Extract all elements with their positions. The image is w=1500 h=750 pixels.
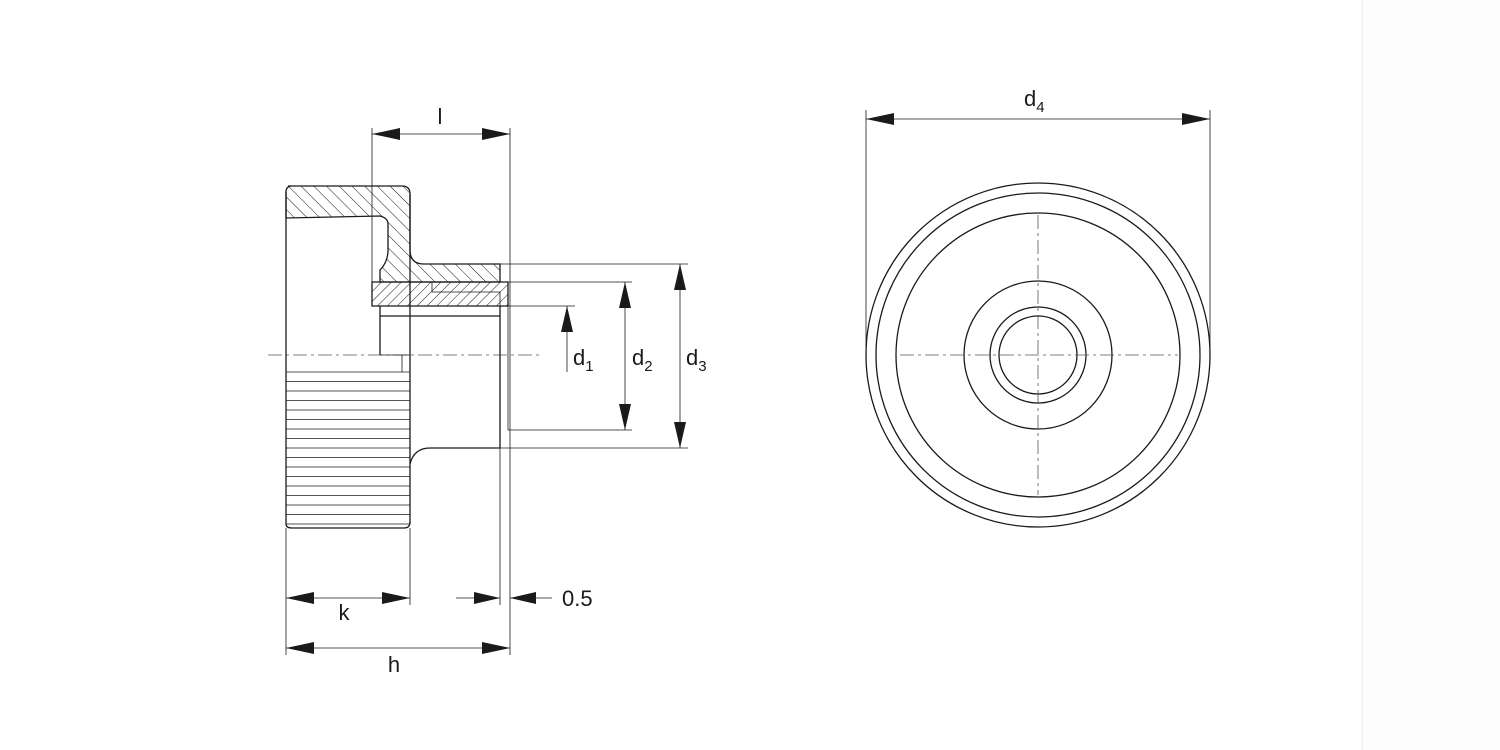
front-view bbox=[865, 182, 1211, 528]
label-d4: d4 bbox=[1024, 86, 1045, 116]
label-h: h bbox=[388, 652, 400, 677]
label-l: l bbox=[438, 104, 443, 129]
dim-offset: 0.5 bbox=[456, 448, 593, 611]
upper-insert-section bbox=[371, 281, 509, 307]
dim-d1: d1 bbox=[500, 305, 594, 375]
label-offset: 0.5 bbox=[562, 586, 593, 611]
lower-hub bbox=[409, 447, 500, 465]
rim-chamfer bbox=[875, 192, 1201, 518]
label-d2: d2 bbox=[632, 345, 653, 375]
dim-d3: d3 bbox=[500, 263, 707, 449]
dim-h: h bbox=[286, 642, 510, 677]
face-circle bbox=[895, 212, 1181, 498]
label-k: k bbox=[339, 600, 351, 625]
page-edge-strip bbox=[1362, 0, 1500, 750]
upper-head-section bbox=[285, 185, 501, 283]
insert-step bbox=[431, 282, 501, 306]
dim-l: l bbox=[371, 104, 511, 655]
label-d3: d3 bbox=[686, 345, 707, 375]
knurl-lines bbox=[286, 371, 410, 525]
dim-d4: d4 bbox=[865, 86, 1211, 355]
label-d1: d1 bbox=[573, 345, 594, 375]
dim-d2: d2 bbox=[508, 281, 653, 431]
dim-k: k bbox=[285, 528, 411, 655]
side-view bbox=[268, 185, 540, 529]
head-bottom bbox=[285, 521, 411, 529]
